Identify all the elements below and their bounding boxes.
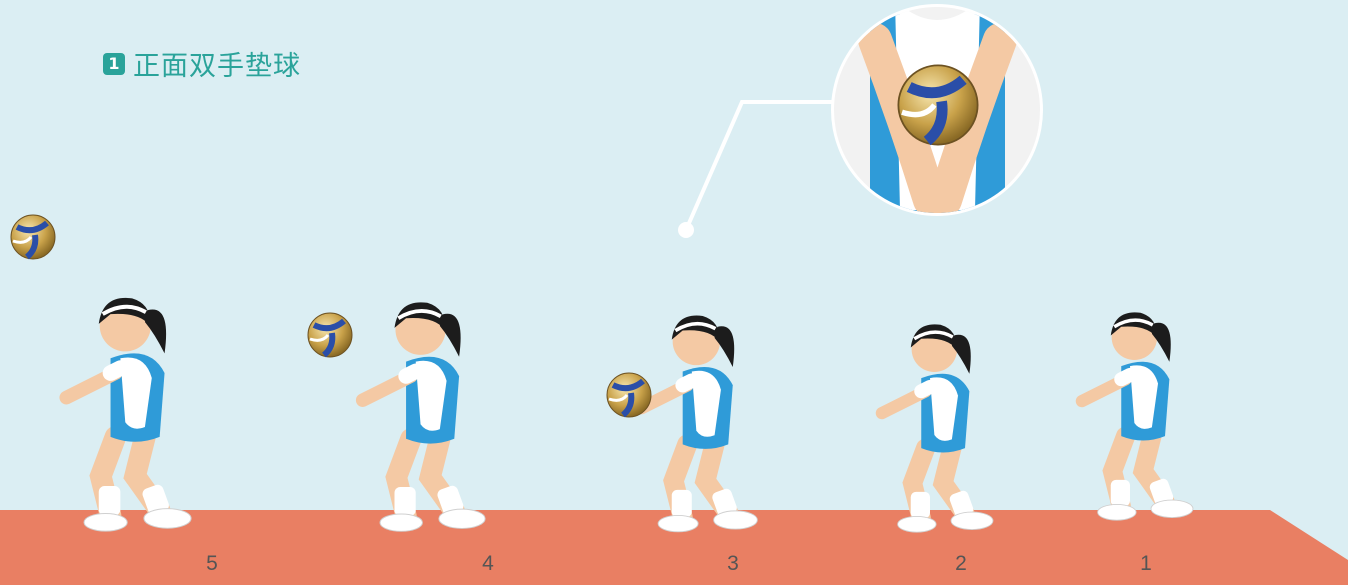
step-number-2: 2 (946, 552, 976, 576)
player-step-3 (642, 316, 758, 532)
step-number-5: 5 (197, 552, 227, 576)
volleyball-icon (308, 313, 352, 357)
hand-detail-inset (830, 0, 1045, 220)
player-step-1 (1082, 312, 1193, 520)
player-step-2 (882, 324, 993, 532)
volleyball-icon (11, 215, 55, 259)
callout-line (686, 102, 838, 230)
step-number-3: 3 (718, 552, 748, 576)
player-step-4 (363, 302, 485, 531)
callout-dot (678, 222, 694, 238)
step-number-4: 4 (473, 552, 503, 576)
step-number-1: 1 (1131, 552, 1161, 576)
volleyball-icon (607, 373, 651, 417)
player-step-5 (66, 298, 191, 531)
